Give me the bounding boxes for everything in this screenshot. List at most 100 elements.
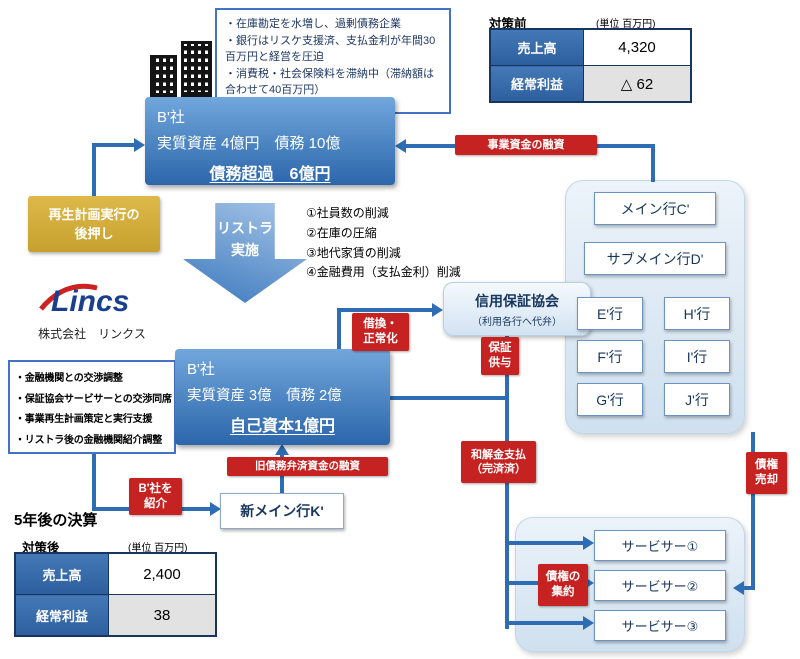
service-item: ・リストラ後の金融機関紹介調整 bbox=[15, 434, 162, 446]
restructure-item: ①社員数の削減 bbox=[306, 206, 389, 220]
row-label: 経常利益 bbox=[489, 65, 584, 103]
debt-sale-text1: 債権 bbox=[755, 459, 778, 472]
arrow-olddebt-head bbox=[275, 444, 289, 455]
consolidation-text1: 債権の bbox=[545, 571, 581, 584]
arrow-servicer3-line bbox=[505, 621, 585, 625]
arrow-support-head bbox=[134, 138, 145, 152]
callout-line: ・在庫勘定を水増し、過剰債務企業 bbox=[225, 18, 401, 30]
settlement-hline bbox=[390, 396, 509, 400]
consolidation-text2: 集約 bbox=[551, 586, 575, 598]
table-before-unit: (単位 百万円) bbox=[596, 19, 656, 30]
logo-swoosh bbox=[39, 283, 98, 311]
settlement-label: 和解金支払 （完済済） bbox=[461, 441, 536, 483]
row-value: △ 62 bbox=[583, 65, 692, 103]
table-before: 売上高 4,320 経常利益 △ 62 bbox=[489, 28, 692, 103]
service-item: ・金融機関との交渉調整 bbox=[15, 373, 123, 384]
service-item: ・事業再生計画策定と実行支援 bbox=[15, 414, 153, 425]
arrow-servicer3-head bbox=[583, 616, 594, 630]
servicer-label: サービサー① bbox=[621, 539, 699, 554]
table-row: 売上高 2,400 bbox=[14, 552, 217, 595]
arrow-servicer1-line bbox=[505, 541, 585, 545]
company-assets-line: 実質資産 4億円 債務 10億 bbox=[157, 135, 341, 152]
company-status-line: 自己資本1億円 bbox=[230, 418, 335, 435]
bank-label: H'行 bbox=[683, 305, 711, 322]
lincs-services-box: ・金融機関との交渉調整 ・保証協会サービサーとの交渉同席 ・事業再生計画策定と実… bbox=[8, 360, 176, 454]
bank-submain-label: サブメイン行D' bbox=[606, 250, 704, 267]
service-item: ・保証協会サービサーとの交渉同席 bbox=[15, 393, 172, 405]
problem-callout-box: ・在庫勘定を水増し、過剰債務企業 ・銀行はリスケ支援済、支払金利が年間30百万円… bbox=[215, 8, 451, 114]
new-main-bank-name: 新メイン行K' bbox=[240, 503, 324, 519]
table-after-title: 対策後 bbox=[22, 541, 60, 555]
olddebt-loan-text: 旧債務弁済資金の融資 bbox=[255, 459, 360, 472]
row-value: 2,400 bbox=[108, 552, 217, 595]
bank-i: I'行 bbox=[664, 340, 730, 373]
table-after-unit: (単位 百万円) bbox=[128, 543, 188, 554]
table-row: 売上高 4,320 bbox=[489, 28, 692, 66]
row-label: 売上高 bbox=[14, 552, 109, 595]
arrow-intro-head bbox=[210, 502, 221, 516]
settlement-text2: （完済済） bbox=[471, 463, 526, 475]
table-before-title: 対策前 bbox=[489, 17, 527, 31]
arrow-debtsale-head bbox=[733, 581, 744, 595]
company-box-before: B'社 実質資産 4億円 債務 10億 債務超過 6億円 bbox=[145, 97, 395, 185]
lincs-logo-mark: Lincs bbox=[39, 283, 129, 318]
arrow-refinance-head bbox=[432, 303, 443, 317]
table-row: 経常利益 38 bbox=[14, 594, 217, 637]
consolidation-label: 債権の 集約 bbox=[538, 564, 588, 606]
refinance-label: 借換・ 正常化 bbox=[352, 313, 409, 351]
row-label: 売上高 bbox=[489, 28, 584, 66]
bank-label: G'行 bbox=[596, 391, 624, 408]
bank-j: J'行 bbox=[664, 383, 730, 416]
arrow-refinance-line bbox=[337, 308, 432, 312]
business-loan-text: 事業資金の融資 bbox=[487, 138, 565, 151]
restructure-arrow-line1: リストラ bbox=[217, 220, 273, 236]
restructure-items: ①社員数の削減 ②在庫の圧縮 ③地代家賃の削減 ④金融費用（支払金利）削減 bbox=[306, 204, 461, 283]
servicer-label: サービサー③ bbox=[621, 619, 699, 634]
business-loan-label: 事業資金の融資 bbox=[455, 135, 597, 155]
bank-submain: サブメイン行D' bbox=[584, 242, 726, 275]
result-heading: 5年後の決算 bbox=[14, 512, 98, 529]
intro-label: B'社を 紹介 bbox=[129, 478, 182, 515]
refinance-text2: 正常化 bbox=[363, 333, 398, 345]
servicer-3: サービサー③ bbox=[594, 610, 726, 641]
company-assets-line: 実質資産 3億 債務 2億 bbox=[187, 388, 342, 404]
buildings-icon bbox=[150, 41, 212, 97]
table-row: 経常利益 △ 62 bbox=[489, 65, 692, 103]
restructure-item: ②在庫の圧縮 bbox=[306, 225, 377, 240]
restructure-item: ③地代家賃の削減 bbox=[306, 245, 401, 260]
credit-guarantee-association: 信用保証協会 （利用各行へ代弁） bbox=[443, 282, 591, 336]
guarantee-text1: 保証 bbox=[488, 342, 512, 355]
logo-text: Lincs bbox=[51, 285, 129, 318]
callout-line: ・銀行はリスケ支援済、支払金利が年間30百万円と経営を圧迫 bbox=[225, 34, 436, 64]
support-box: 再生計画実行の 後押し bbox=[28, 196, 160, 252]
restructure-arrow-line2: 実施 bbox=[231, 242, 259, 258]
bank-label: J'行 bbox=[685, 391, 709, 408]
new-main-bank-box: 新メイン行K' bbox=[220, 493, 344, 529]
arrow-business-loan-head bbox=[395, 139, 406, 153]
company-name: B'社 bbox=[187, 361, 215, 378]
servicer-1: サービサー① bbox=[594, 530, 726, 561]
arrow-refinance-riser bbox=[337, 308, 341, 349]
arrow-business-loan-riser bbox=[651, 146, 655, 182]
debt-sale-text2: 売却 bbox=[755, 474, 778, 486]
row-value: 38 bbox=[108, 594, 217, 637]
arrow-intro-riser bbox=[92, 454, 96, 511]
bank-e: E'行 bbox=[577, 297, 643, 330]
support-line1: 再生計画実行の bbox=[48, 206, 140, 222]
bank-h: H'行 bbox=[664, 297, 730, 330]
company-status-line: 債務超過 6億円 bbox=[209, 166, 331, 183]
restructure-arrow: リストラ 実施 bbox=[183, 203, 307, 303]
restructure-item: ④金融費用（支払金利）削減 bbox=[306, 265, 461, 280]
olddebt-loan-label: 旧債務弁済資金の融資 bbox=[227, 457, 388, 476]
bank-label: I'行 bbox=[686, 348, 708, 365]
callout-line: ・消費税・社会保険料を滞納中（滞納額は合わせて40百万円） bbox=[225, 67, 434, 97]
bank-label: E'行 bbox=[596, 305, 623, 322]
company-box-after: B'社 実質資産 3億 債務 2億 自己資本1億円 bbox=[175, 349, 390, 445]
credit-assoc-name: 信用保証協会 bbox=[475, 292, 559, 309]
row-label: 経常利益 bbox=[14, 594, 109, 637]
arrow-servicer1-head bbox=[583, 536, 594, 550]
arrow-support-line bbox=[92, 143, 134, 147]
arrow-debtsale-line bbox=[744, 586, 755, 590]
servicer-label: サービサー② bbox=[621, 579, 699, 594]
